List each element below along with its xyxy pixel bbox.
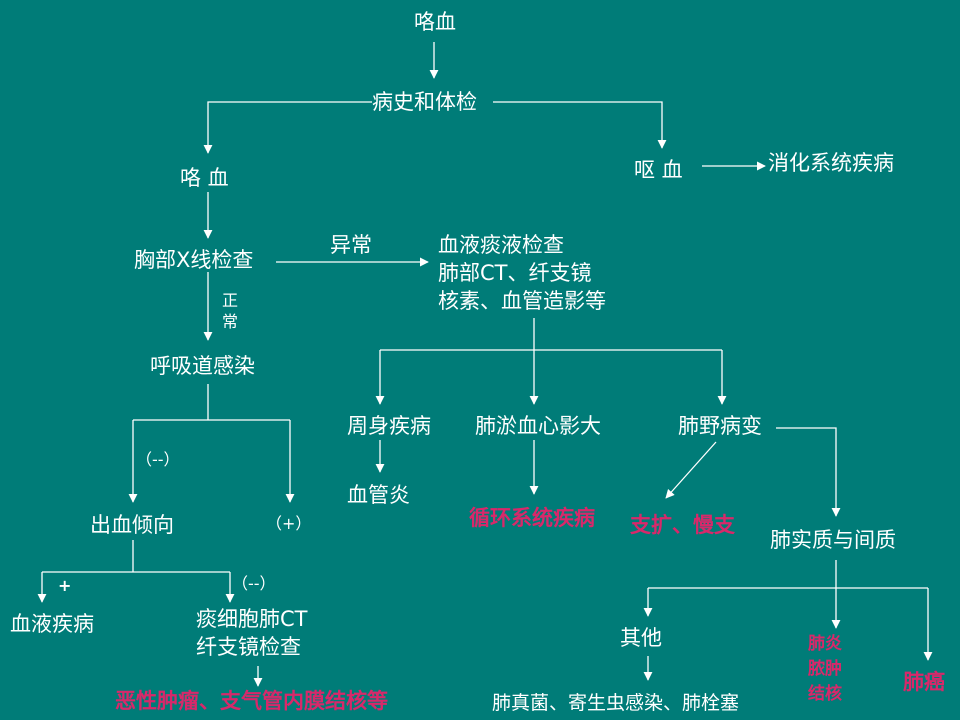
- node-pulm-congestion: 肺淤血心影大: [475, 414, 601, 438]
- line-history-right: [493, 101, 667, 149]
- node-systemic: 周身疾病: [347, 414, 431, 438]
- node-lung-tb: 肺炎 脓肿 结核: [808, 634, 842, 704]
- arrow-lungfield-bronchi: [665, 441, 717, 499]
- line-lungfield-parenchyma: [776, 427, 841, 517]
- node-fungi: 肺真菌、寄生虫感染、肺栓塞: [492, 692, 740, 714]
- line-exams-split: [380, 318, 722, 351]
- label-neg2: （--）: [232, 574, 276, 593]
- node-bronchi: 支扩、慢支: [630, 512, 735, 537]
- node-lung-field: 肺野病变: [678, 414, 762, 438]
- node-history: 病史和体检: [372, 90, 477, 114]
- node-circulatory: 循环系统疾病: [469, 505, 595, 530]
- node-root: 咯血: [414, 10, 456, 34]
- label-pos1: （+）: [266, 514, 312, 533]
- node-malignant: 恶性肿瘤、支气管内膜结核等: [115, 688, 388, 713]
- node-sputum-ct: 痰细胞肺CT 纤支镜检查: [196, 607, 308, 659]
- label-abnormal: 异常: [330, 233, 372, 257]
- node-digestive: 消化系统疾病: [768, 151, 894, 175]
- node-bleeding: 出血倾向: [90, 513, 174, 537]
- node-chest-xray: 胸部X线检查: [134, 248, 254, 272]
- node-hematemesis: 呕 血: [634, 158, 683, 182]
- node-vasculitis: 血管炎: [347, 483, 410, 507]
- node-exams: 血液痰液检查 肺部CT、纤支镜 核素、血管造影等: [438, 233, 606, 313]
- line-history-left: [203, 101, 372, 154]
- line-parenchyma-split: [648, 560, 928, 589]
- line-resp-split: [133, 384, 290, 421]
- line-bleeding-split: [42, 540, 230, 573]
- label-plus: +: [58, 576, 72, 595]
- label-normal: 正 常: [221, 291, 238, 331]
- node-parenchyma: 肺实质与间质: [770, 528, 896, 552]
- node-blood-disease: 血液疾病: [10, 612, 94, 636]
- label-neg1: （--）: [136, 450, 180, 469]
- node-resp-infection: 呼吸道感染: [150, 354, 255, 378]
- node-lung-cancer: 肺癌: [903, 669, 945, 694]
- node-hemoptysis: 咯 血: [180, 166, 229, 190]
- node-other: 其他: [620, 626, 662, 650]
